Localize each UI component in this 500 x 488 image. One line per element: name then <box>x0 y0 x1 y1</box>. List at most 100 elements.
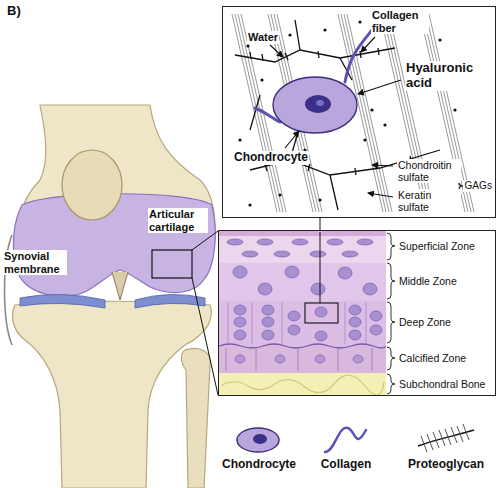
water-dot <box>260 78 263 81</box>
cartilage-zones <box>234 330 246 340</box>
chondrocyte-cell <box>273 77 357 133</box>
cartilage-zones <box>349 305 361 315</box>
cartilage-zones <box>363 283 377 295</box>
cartilage-zones <box>315 331 327 341</box>
tibia <box>12 301 211 488</box>
cartilage-zones <box>349 317 361 327</box>
part-label: Chondrocyte <box>233 151 309 165</box>
fibula <box>181 348 210 488</box>
cartilage-zones <box>315 355 325 363</box>
matrix-drawing <box>232 14 474 212</box>
cartilage-zones <box>219 344 386 348</box>
cartilage-zones <box>342 251 358 257</box>
water-dot <box>238 138 241 141</box>
water-dot <box>246 44 249 47</box>
cartilage-zones <box>235 355 245 363</box>
zone-bracket <box>387 233 395 260</box>
zone-bracket <box>387 302 395 343</box>
legend-sample <box>237 428 279 452</box>
cartilage-zones <box>366 302 367 344</box>
cartilage-zones <box>320 232 321 303</box>
leader-line <box>358 80 401 94</box>
zone-label: Superficial Zone <box>398 240 476 252</box>
zone-bracket <box>387 233 395 394</box>
zone-label: Middle Zone <box>398 275 458 287</box>
cartilage-zones <box>228 302 366 344</box>
cartilage-zones <box>349 330 361 340</box>
water-dot <box>453 108 456 111</box>
legend-sample <box>421 424 469 452</box>
cartilage-zones <box>285 266 299 278</box>
cartilage-zones <box>219 231 386 263</box>
cartilage-zones <box>227 239 377 295</box>
cartilage-zones <box>338 267 352 279</box>
cartilage-zones <box>256 348 257 371</box>
cartilage-zones <box>311 283 325 295</box>
panel-letter: B) <box>6 4 22 19</box>
leader-line <box>361 37 375 52</box>
zoom-line <box>192 231 218 250</box>
water-dot <box>318 198 321 201</box>
meniscus <box>135 294 205 308</box>
water-dot <box>438 38 441 41</box>
cartilage-zones <box>228 302 229 344</box>
collagen-strand <box>345 30 372 82</box>
cartilage-zones <box>292 239 308 245</box>
part-label: Hyaluronic acid <box>405 61 491 91</box>
part-label: Chondroitin sulfate <box>397 159 461 183</box>
water-dot <box>288 33 291 36</box>
zone-bracket <box>387 374 395 394</box>
zone-label: Deep Zone <box>398 316 452 328</box>
water-dot <box>358 20 361 23</box>
cartilage-zones <box>262 305 274 315</box>
hyaluronic-network <box>250 95 260 130</box>
cartilage-zones <box>274 251 290 257</box>
leader-line <box>368 193 393 197</box>
zoom-connector <box>320 218 321 230</box>
cartilage-zones <box>372 348 373 371</box>
hyaluronic-network <box>295 20 300 50</box>
water-dot <box>323 28 326 31</box>
cartilage-zones <box>370 325 382 335</box>
cartilage-zones <box>310 251 326 257</box>
water-dot <box>370 108 373 111</box>
cartilage-zones <box>235 355 363 363</box>
chondrocyte-cell <box>273 77 357 133</box>
legend-sample <box>253 434 267 444</box>
cartilage-zones <box>353 355 363 363</box>
cartilage-zones <box>275 355 285 363</box>
cartilage-zones <box>298 348 299 371</box>
legend-text: Chondrocyte <box>210 458 308 472</box>
cartilage-zones <box>258 283 272 295</box>
zone-box: Superficial ZoneMiddle ZoneDeep ZoneCalc… <box>218 230 496 396</box>
part-label: Synovial membrane <box>3 250 67 275</box>
hyaluronic-network <box>235 48 395 62</box>
cartilage-zones <box>227 239 243 245</box>
legend-text: Proteoglycan <box>395 458 497 472</box>
part-label: Keratin sulfate <box>397 189 461 213</box>
cartilage-zones <box>226 348 372 371</box>
cartilage-zones <box>219 263 386 301</box>
cartilage-zones <box>262 317 274 327</box>
cartilage-zones <box>252 302 253 344</box>
zoom-frame <box>152 250 192 278</box>
cartilage-zones <box>219 301 386 346</box>
cartilage-zones <box>234 305 246 315</box>
chondrocyte-cell <box>305 95 331 113</box>
legend-text: Collagen <box>305 458 387 472</box>
inset-box: WaterCollagen fiberHyaluronic acidChondr… <box>222 6 496 218</box>
cartilage-zones <box>305 303 338 323</box>
cartilage-zones <box>257 239 273 245</box>
legend-sample <box>325 428 366 452</box>
cartilage-zones <box>370 311 382 321</box>
group-label: GAGs <box>463 180 493 192</box>
cartilage-zones <box>219 346 386 373</box>
cartilage-zones <box>288 311 300 321</box>
zone-label: Calcified Zone <box>398 352 467 364</box>
water-dot <box>248 203 251 206</box>
part-label: Articular cartilage <box>148 208 208 233</box>
water-dot <box>278 193 281 196</box>
patella <box>62 150 122 220</box>
part-label: Water <box>247 31 279 44</box>
cartilage-zones <box>242 251 258 257</box>
